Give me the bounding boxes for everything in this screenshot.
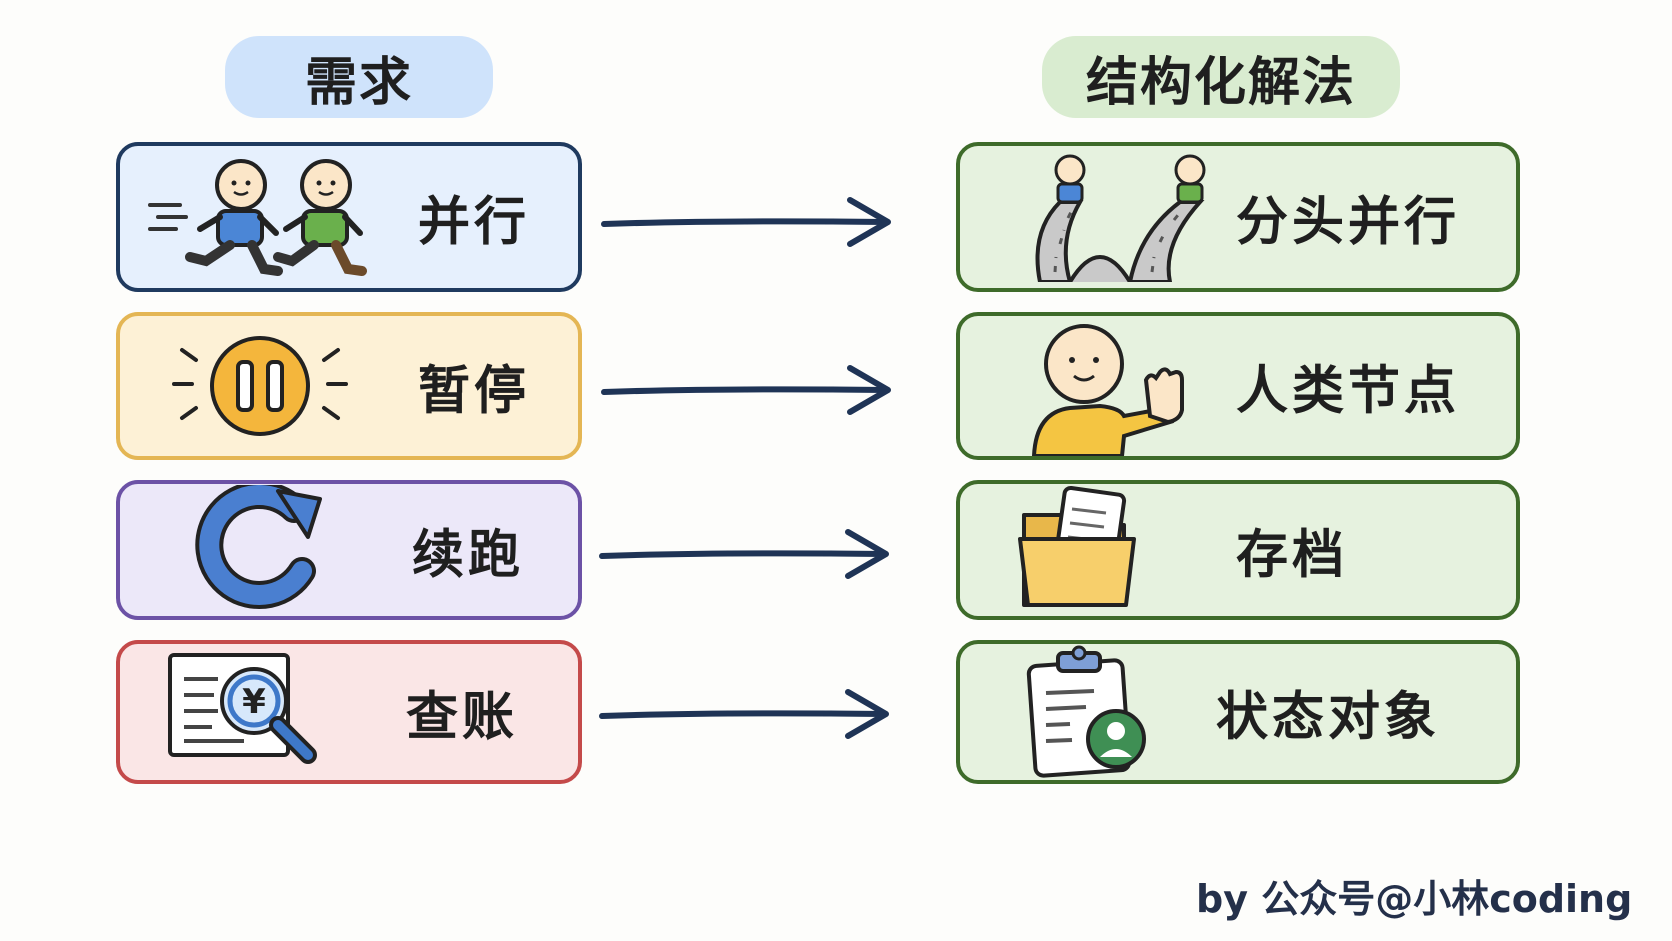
need-card-parallel: 并行 [116,142,582,292]
solution-label: 分头并行 [1236,192,1461,253]
magnifier-yen-document-icon: ¥ [168,653,317,764]
running-people-icon [148,159,367,276]
arrow-icon [599,529,889,579]
clipboard-user-icon [1026,645,1146,778]
pause-icon [172,336,348,436]
arrow-icon [601,197,891,247]
svg-text:¥: ¥ [242,682,266,722]
solution-label: 状态对象 [1216,687,1441,748]
author-credit: by 公众号@小林coding [1196,877,1633,921]
solution-label: 人类节点 [1236,361,1461,422]
solution-card-fork: 分头并行 [956,142,1520,292]
header-solution: 结构化解法 [1042,36,1400,118]
need-label: 续跑 [412,525,525,586]
need-card-pause: 暂停 [116,312,582,460]
arrow-icon [599,689,889,739]
solution-card-state: 状态对象 [956,640,1520,784]
need-card-audit: ¥ 查账 [116,640,582,784]
solution-card-archive: 存档 [956,480,1520,620]
header-need: 需求 [225,36,493,118]
need-label: 并行 [418,192,531,253]
arrow-icon [601,365,891,415]
forked-road-icon [1035,154,1206,282]
solution-card-human: 人类节点 [956,312,1520,460]
need-label: 暂停 [418,361,531,422]
need-card-resume: 续跑 [116,480,582,620]
need-label: 查账 [406,687,519,748]
person-raising-hand-icon [1031,324,1184,456]
folder-with-document-icon [1018,485,1136,607]
refresh-arrow-icon [195,485,322,609]
solution-label: 存档 [1236,525,1349,586]
